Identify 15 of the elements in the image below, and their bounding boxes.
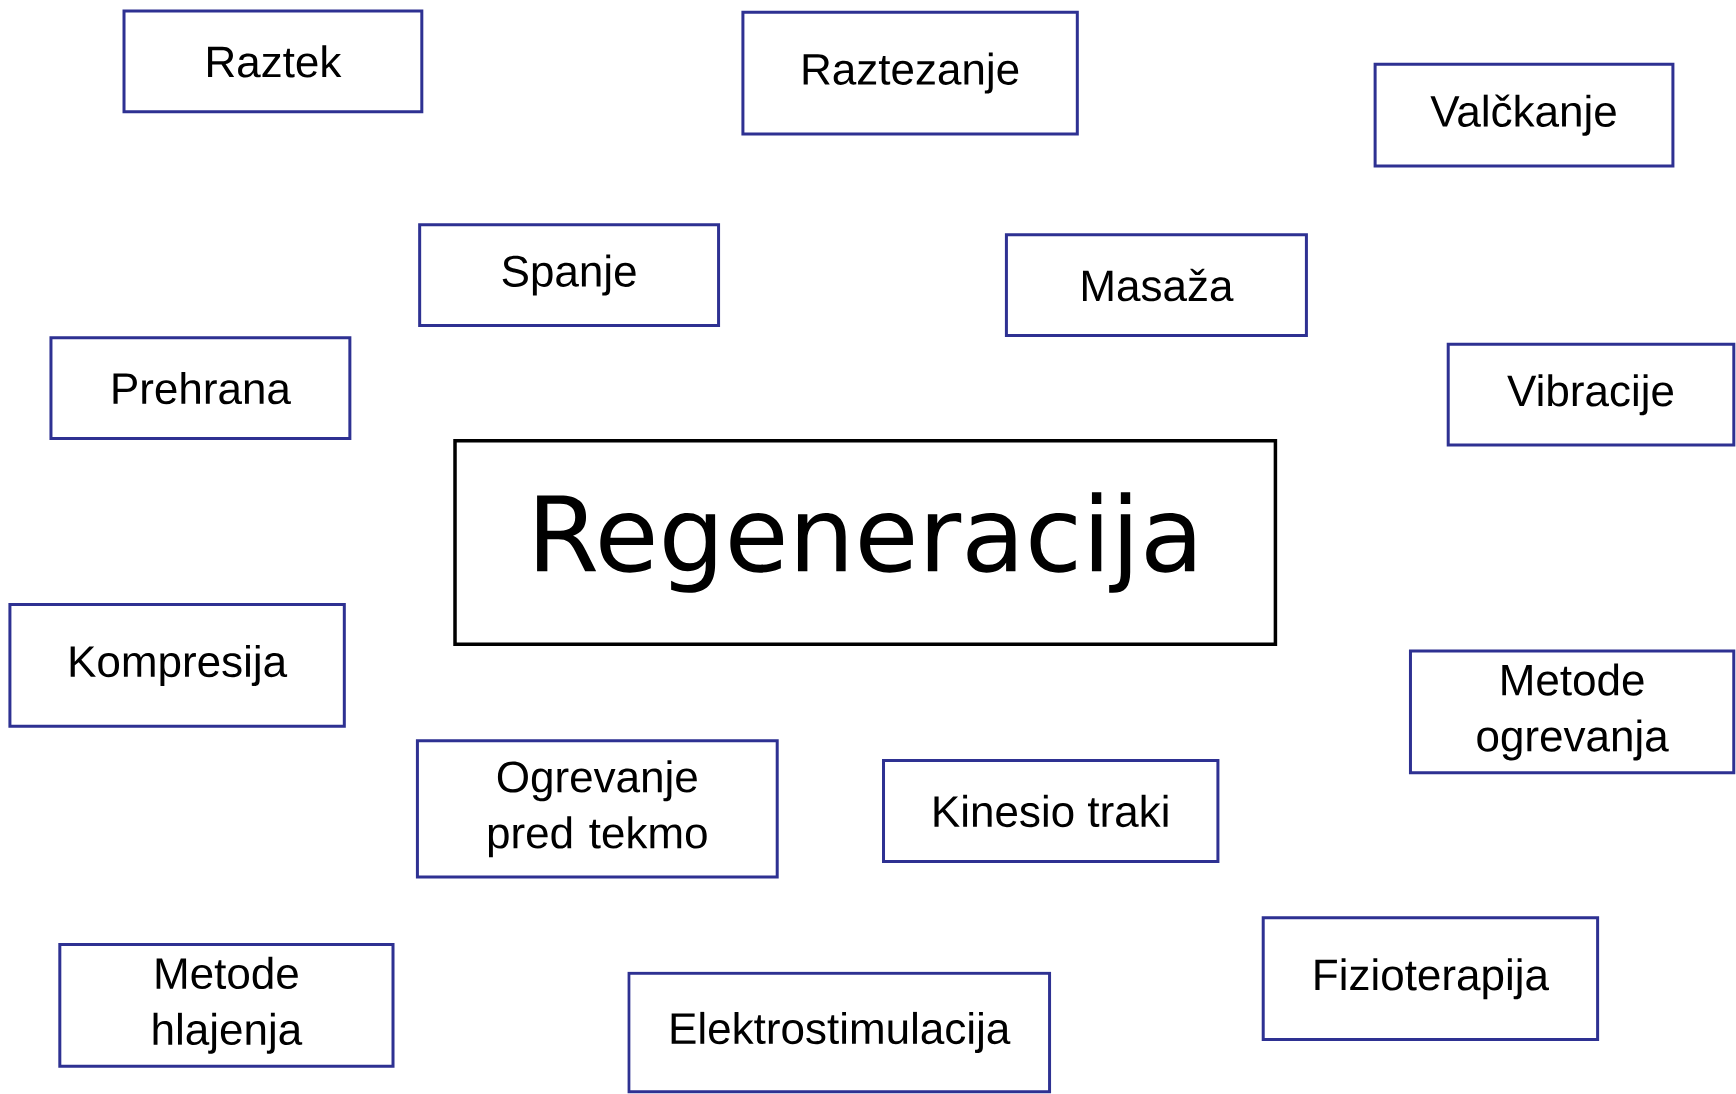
central-box: Regeneracija xyxy=(453,438,1278,647)
topic-box: Masaža xyxy=(1004,233,1308,337)
topic-box: Fizioterapija xyxy=(1261,916,1600,1042)
topic-box: Raztek xyxy=(122,9,424,114)
topic-box: Vibracije xyxy=(1446,342,1736,447)
topic-box: Spanje xyxy=(418,223,721,327)
topic-box: Kompresija xyxy=(8,603,346,728)
topic-box: Raztezanje xyxy=(741,10,1079,136)
topic-box: Kinesio traki xyxy=(882,759,1220,863)
topic-box: Prehrana xyxy=(49,336,352,440)
topic-box: Elektrostimulacija xyxy=(627,971,1052,1094)
topic-box: Metode hlajenja xyxy=(58,942,395,1068)
topic-box: Ogrevanje pred tekmo xyxy=(415,739,779,879)
topic-box: Metode ogrevanja xyxy=(1408,649,1736,775)
topic-box: Valčkanje xyxy=(1373,62,1675,168)
